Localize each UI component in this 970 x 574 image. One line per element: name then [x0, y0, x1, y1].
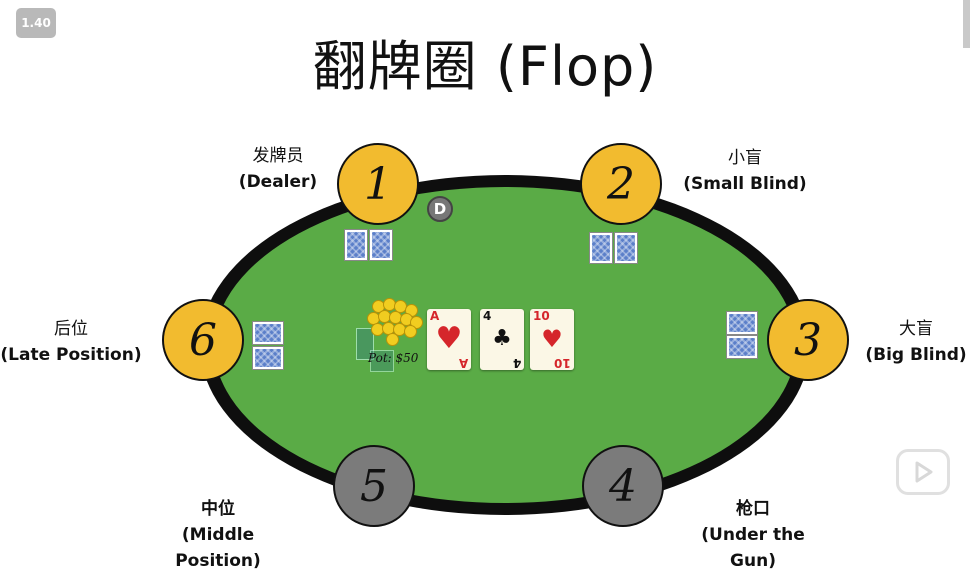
play-icon [915, 461, 933, 483]
card-rank: A [458, 356, 468, 370]
seat-5-label: 中位 (Middle Position) [138, 496, 298, 574]
seat-5: 5 [333, 445, 415, 527]
seat-1-zh: 发牌员 [252, 146, 304, 166]
seat-1-en: (Dealer) [238, 172, 318, 192]
mucked-card [370, 350, 394, 372]
seat-1: 1 [337, 143, 419, 225]
dealer-button: D [427, 196, 453, 222]
seat-1-label: 发牌员 (Dealer) [228, 143, 328, 195]
seat-3-hole-card [727, 312, 757, 334]
seat-5-en: (Middle Position) [175, 525, 261, 571]
mucked-card [356, 328, 374, 360]
seat-6-hole-card [253, 322, 283, 344]
seat-2-hole-card [590, 233, 612, 263]
page-title: 翻牌圈 (Flop) [312, 35, 658, 98]
seat-4-label: 枪口 (Under the Gun) [678, 496, 828, 574]
seat-3: 3 [767, 299, 849, 381]
pot-amount: Pot: $50 [368, 351, 419, 365]
flop-card-1: A ♥ A [427, 309, 471, 370]
card-rank: 10 [533, 309, 550, 323]
seat-3-label: 大盲 (Big Blind) [862, 316, 970, 368]
seat-6-en: (Late Position) [0, 345, 142, 365]
seat-4-zh: 枪口 [736, 499, 770, 519]
seat-2-zh: 小盲 [728, 148, 762, 168]
card-suit: ♥ [541, 325, 563, 353]
seat-4-en: (Under the Gun) [701, 525, 805, 571]
play-button[interactable] [896, 449, 950, 495]
seat-3-zh: 大盲 [899, 319, 933, 339]
card-suit: ♥ [435, 321, 463, 356]
seat-2-hole-card [615, 233, 637, 263]
flop-card-3: 10 ♥ 10 [530, 309, 574, 370]
seat-3-hole-card [727, 336, 757, 358]
card-rank: A [430, 309, 440, 323]
card-rank: 4 [483, 309, 492, 323]
seat-2-label: 小盲 (Small Blind) [680, 145, 810, 197]
seat-2-en: (Small Blind) [683, 174, 807, 194]
seat-5-zh: 中位 [201, 499, 235, 519]
seat-6-zh: 后位 [54, 319, 88, 339]
seat-2: 2 [580, 143, 662, 225]
seat-6-hole-card [253, 347, 283, 369]
seat-1-hole-card [370, 230, 392, 260]
seat-6-label: 后位 (Late Position) [0, 316, 142, 368]
seat-3-en: (Big Blind) [865, 345, 967, 365]
flop-card-2: 4 ♣ 4 [480, 309, 524, 370]
card-rank: 10 [554, 356, 571, 370]
card-suit: ♣ [492, 326, 512, 351]
seat-4: 4 [582, 445, 664, 527]
scrollbar[interactable] [963, 0, 970, 48]
seat-1-hole-card [345, 230, 367, 260]
seat-6: 6 [162, 299, 244, 381]
version-badge: 1.40 [16, 8, 56, 38]
card-rank: 4 [512, 356, 521, 370]
